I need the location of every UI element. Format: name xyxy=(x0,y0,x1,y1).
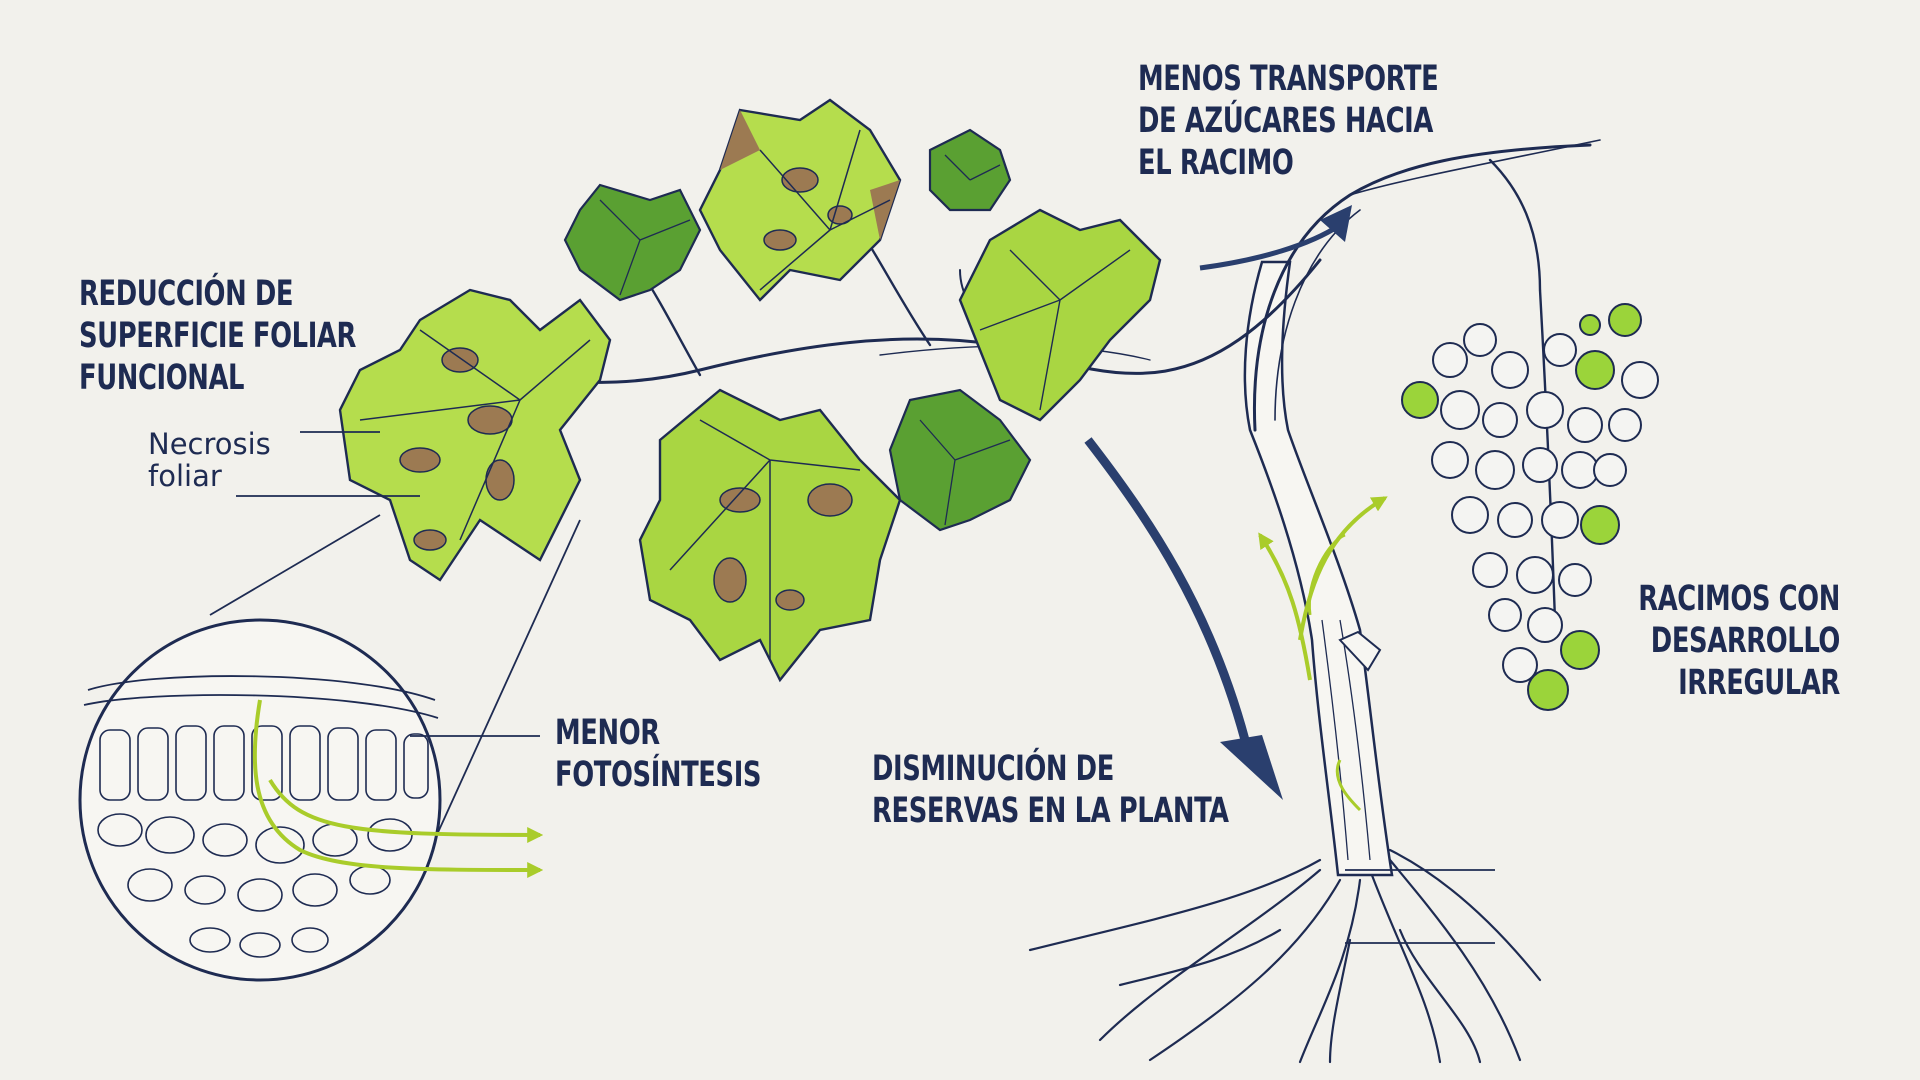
label-menor-fotosintesis: MENOR FOTOSÍNTESIS xyxy=(555,712,761,796)
label-line: foliar xyxy=(148,459,222,493)
leaf-large-left xyxy=(338,288,612,582)
label-necrosis-foliar: Necrosis foliar xyxy=(148,428,271,492)
label-line: REDUCCIÓN DE xyxy=(79,274,294,314)
label-reduccion-superficie: REDUCCIÓN DE SUPERFICIE FOLIAR FUNCIONAL xyxy=(79,273,356,399)
label-line: Necrosis xyxy=(148,427,271,461)
leaf-small-left xyxy=(563,183,702,302)
leader-lines xyxy=(236,431,1495,944)
label-line: DESARROLLO xyxy=(1650,621,1841,661)
label-line: IRREGULAR xyxy=(1678,663,1840,703)
label-line: RACIMOS CON xyxy=(1638,579,1840,619)
leaf-center-lower xyxy=(638,388,902,683)
label-line: RESERVAS EN LA PLANTA xyxy=(872,791,1229,831)
roots xyxy=(1028,848,1542,1064)
label-racimos-desarrollo: RACIMOS CON DESARROLLO IRREGULAR xyxy=(1638,578,1840,704)
label-line: MENOS TRANSPORTE xyxy=(1138,59,1439,99)
leaf-right-lower xyxy=(888,388,1032,532)
leaf-small-top-right xyxy=(928,128,1012,212)
label-line: FOTOSÍNTESIS xyxy=(555,755,762,795)
label-line: MENOR xyxy=(555,713,660,753)
grape-cluster xyxy=(1401,289,1659,711)
label-line: SUPERFICIE FOLIAR xyxy=(79,316,356,356)
label-line: FUNCIONAL xyxy=(79,358,245,398)
label-disminucion-reservas: DISMINUCIÓN DE RESERVAS EN LA PLANTA xyxy=(872,748,1229,832)
label-line: EL RACIMO xyxy=(1138,143,1294,183)
label-line: DISMINUCIÓN DE xyxy=(872,749,1114,789)
label-menos-transporte: MENOS TRANSPORTE DE AZÚCARES HACIA EL RA… xyxy=(1138,58,1439,184)
leaf-right-large xyxy=(958,208,1162,422)
flow-arrows xyxy=(1084,205,1388,812)
label-line: DE AZÚCARES HACIA xyxy=(1138,101,1433,141)
leaf-cross-section xyxy=(78,514,581,982)
leaf-top-center xyxy=(698,98,902,302)
